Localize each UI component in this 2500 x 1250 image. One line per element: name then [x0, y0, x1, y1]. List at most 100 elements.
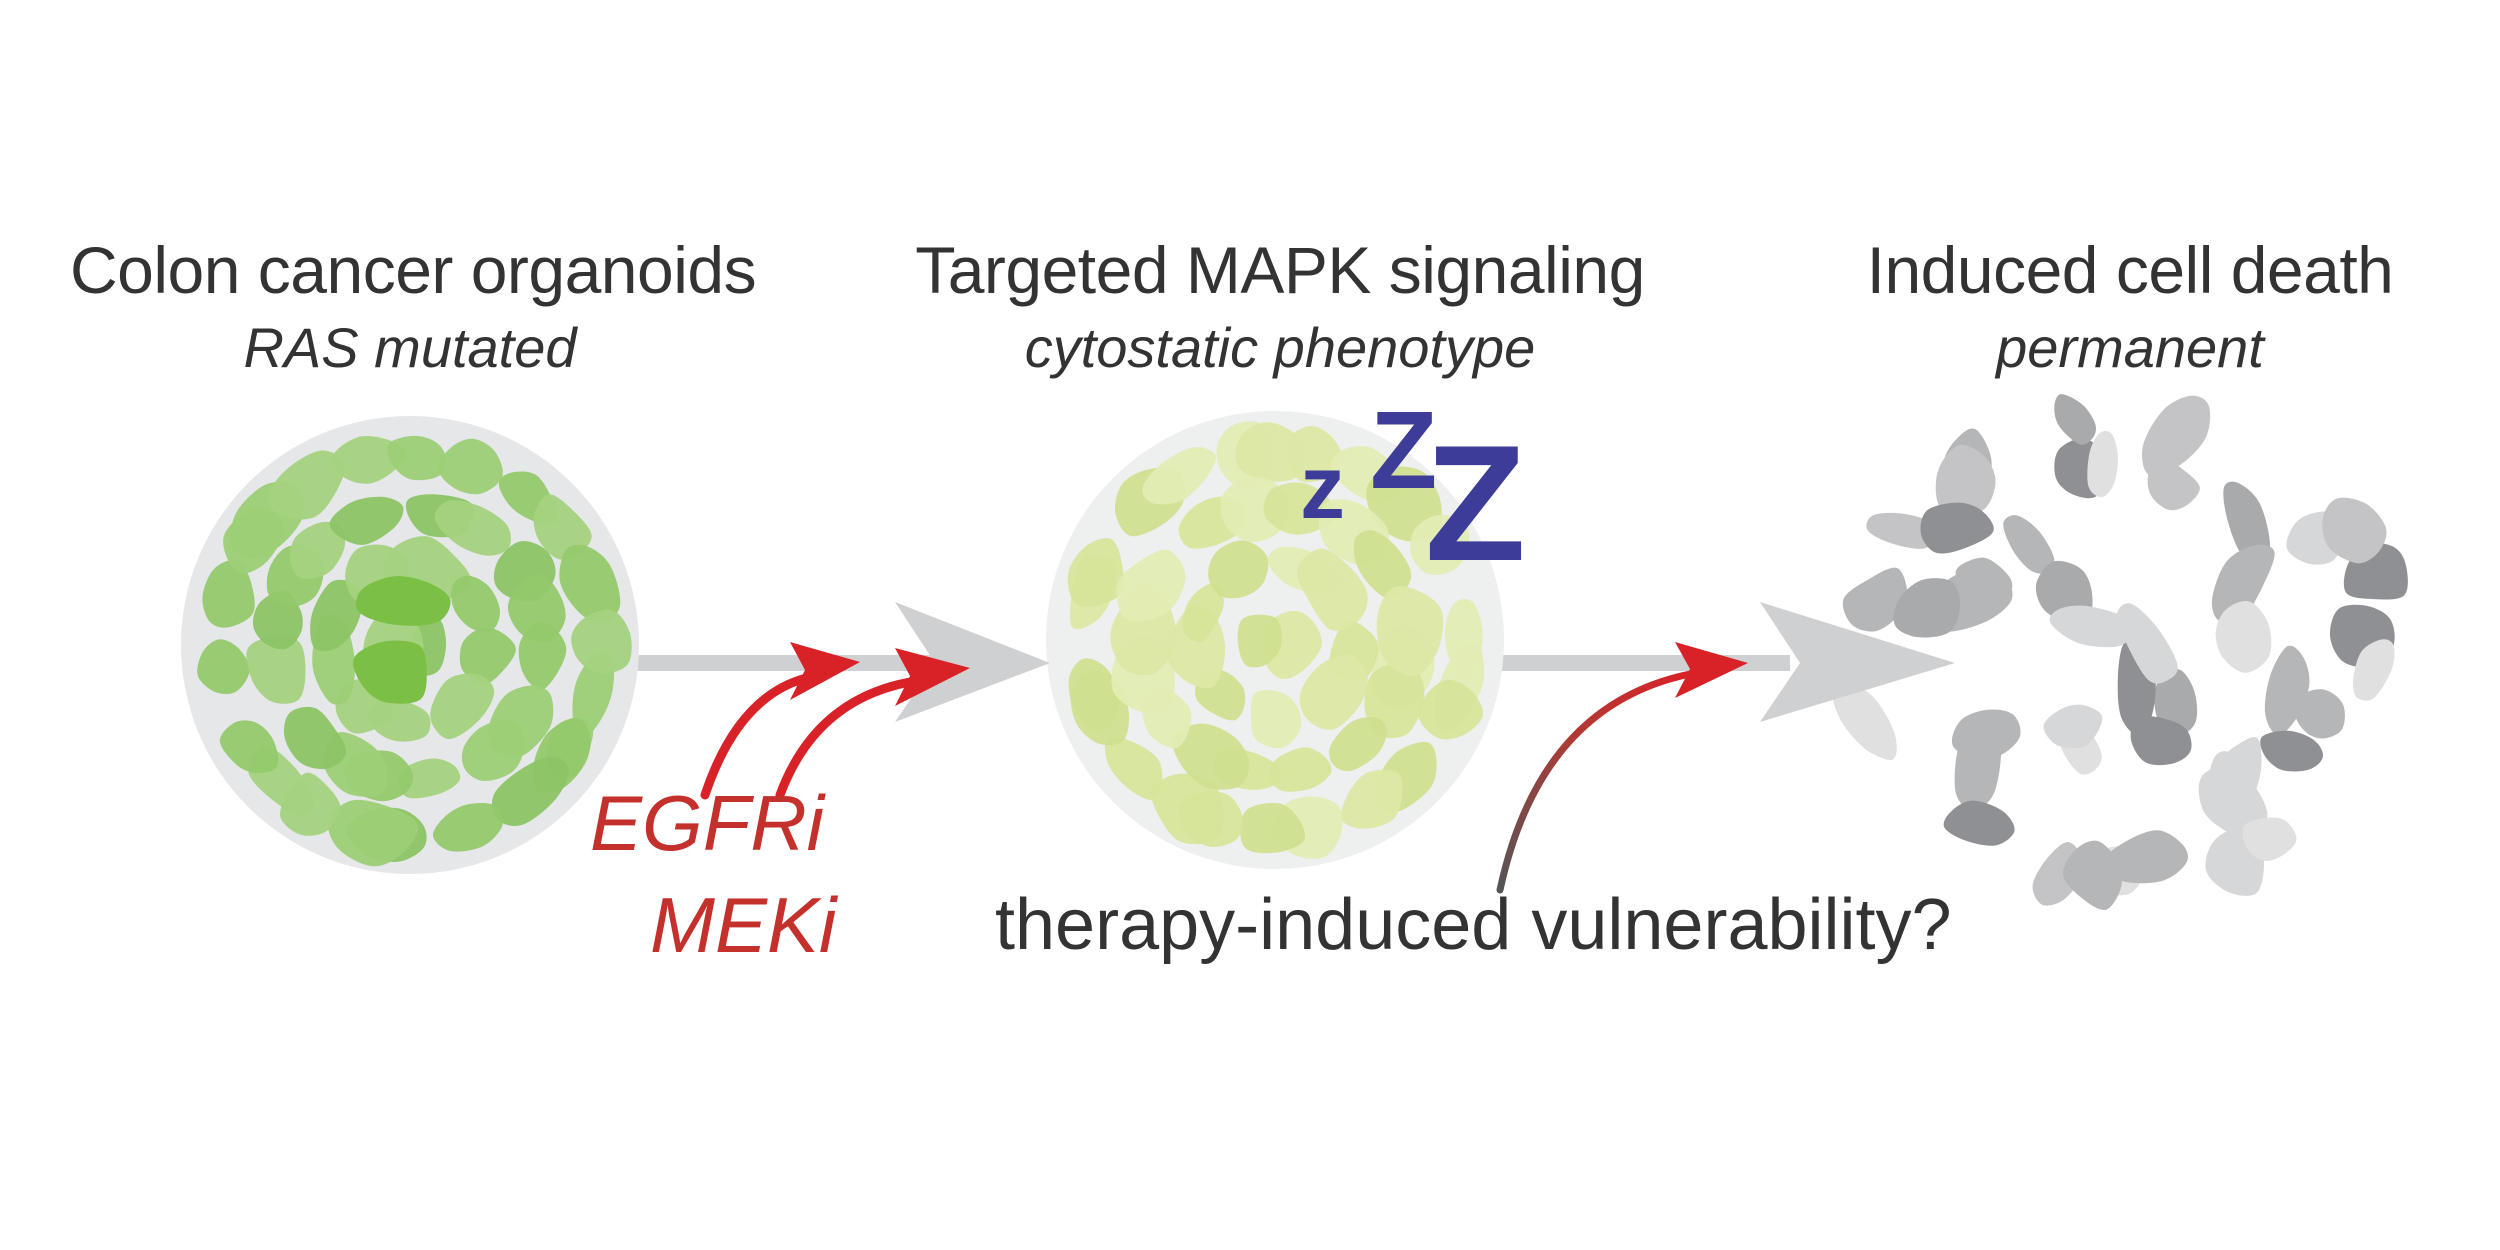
cell: [289, 521, 346, 580]
cell: [1068, 658, 1120, 732]
stage-1-subtitle: RAS mutated: [243, 316, 577, 379]
cell: [1296, 548, 1368, 631]
dead-cell: [2087, 430, 2118, 498]
dead-cell: [1893, 578, 1961, 638]
cell: [356, 576, 451, 626]
stage-2-title: Targeted MAPK signaling: [915, 233, 1645, 307]
cell: [1287, 425, 1342, 483]
dead-cell: [2116, 603, 2178, 684]
red-arrow-icon: [700, 642, 860, 800]
cell: [507, 574, 566, 643]
dead-cell: [2054, 394, 2097, 445]
cell: [1410, 514, 1470, 575]
dead-cell: [2242, 817, 2297, 861]
cell: [1269, 747, 1332, 792]
cell: [353, 640, 427, 704]
cell: [310, 579, 363, 651]
cell: [571, 609, 632, 674]
drug-label-meki: MEKi: [650, 881, 837, 969]
cell: [1142, 447, 1216, 505]
cell: [533, 494, 592, 560]
cell: [1067, 538, 1124, 607]
cell: [1105, 736, 1163, 801]
cell: [197, 639, 250, 694]
dead-cell: [2215, 600, 2272, 673]
cell: [1239, 802, 1306, 854]
cell: [437, 438, 503, 495]
dead-cell: [2141, 395, 2211, 476]
dead-cell: [2211, 544, 2275, 625]
cell: [1445, 599, 1483, 680]
cell: [1329, 717, 1387, 772]
dead-cell: [2223, 481, 2271, 565]
dead-cell: [2154, 668, 2198, 736]
dead-cell: [1920, 502, 1994, 554]
cell: [1172, 723, 1250, 790]
cell: [267, 450, 346, 520]
cell: [459, 627, 516, 685]
green-organoid-icon: [181, 416, 639, 874]
dead-cell: [1955, 557, 2013, 605]
stage-3-title: Induced cell death: [1866, 233, 2394, 307]
red-arrow-icon: [1496, 642, 1748, 894]
cell: [1299, 654, 1368, 730]
progression-arrowhead-2: [1760, 602, 1955, 722]
cell: [1341, 769, 1403, 829]
dead-cell: [2352, 639, 2395, 701]
cell: [327, 799, 419, 867]
dead-cell: [1935, 444, 1996, 517]
progression-arrow-shaft-1: [630, 655, 970, 671]
dead-cell: [2103, 830, 2188, 884]
sleep-z-small: z: [1300, 438, 1345, 538]
sleep-z-large: Z: [1425, 411, 1526, 595]
cell: [451, 575, 500, 632]
dead-cell: [2260, 730, 2324, 772]
dead-cell: [2264, 645, 2310, 736]
dead-cell: [1842, 567, 1908, 632]
progression-arrowhead-1: [895, 602, 1050, 722]
dispersed-gray-cells-icon: [1832, 394, 2408, 910]
dead-cell: [2216, 737, 2262, 815]
cell: [1182, 583, 1224, 643]
dead-cell: [1943, 800, 2015, 846]
dead-cell: [2295, 689, 2345, 739]
cell: [434, 500, 511, 556]
dead-cell: [2043, 704, 2103, 749]
stage-1-title: Colon cancer organoids: [70, 233, 757, 307]
zzz-sleep-icon: z Z Z: [1300, 389, 1526, 595]
drug-label-egfri: EGFRi: [590, 779, 824, 867]
dead-cell: [2003, 515, 2055, 574]
dead-cell: [1832, 679, 1897, 760]
cell: [219, 720, 279, 774]
cell: [387, 435, 446, 481]
dead-cell: [1866, 512, 1939, 549]
cell: [559, 544, 621, 623]
cell: [283, 706, 347, 770]
cell: [1237, 614, 1282, 668]
cell: [1151, 773, 1224, 845]
cell: [461, 719, 525, 781]
vulnerability-question: therapy-induced vulnerability?: [995, 885, 1952, 965]
stage-2-subtitle: cytostatic phenotype: [1024, 316, 1536, 379]
cell: [1116, 549, 1186, 622]
cell: [1263, 482, 1336, 535]
red-arrow-icon: [775, 648, 970, 800]
cell: [329, 496, 404, 545]
dead-cell: [2049, 605, 2134, 648]
dead-cell: [1951, 709, 2021, 760]
cell: [430, 673, 495, 740]
cell: [1235, 422, 1307, 482]
cell: [1250, 690, 1302, 749]
stage-3-subtitle: permanent: [1996, 316, 2264, 379]
cell: [433, 802, 504, 852]
cell: [492, 756, 570, 826]
cell: [398, 758, 461, 799]
cell: [1208, 540, 1269, 599]
cell: [1418, 679, 1484, 740]
dead-cell: [2322, 497, 2387, 564]
cell: [1353, 530, 1412, 598]
pale-organoid-icon: [1046, 411, 1504, 869]
cell: [1376, 586, 1444, 677]
sleep-z-medium: Z: [1370, 389, 1437, 512]
